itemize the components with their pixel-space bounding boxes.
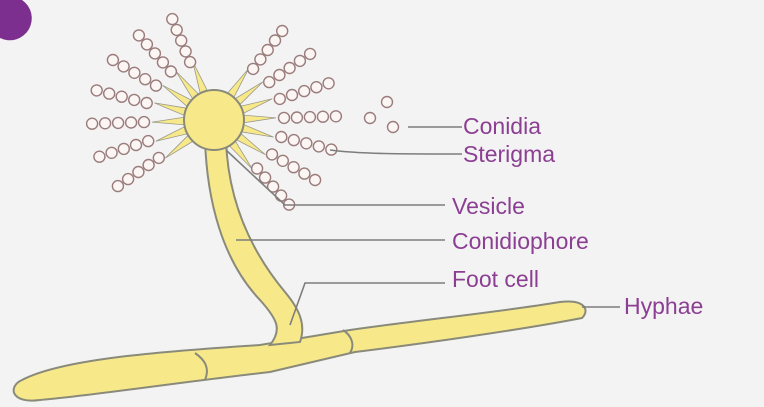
- conidium: [313, 141, 324, 152]
- conidium: [118, 61, 129, 72]
- sterigma: [240, 124, 274, 137]
- conidium: [260, 172, 271, 183]
- conidium: [171, 24, 182, 35]
- conidium: [299, 86, 310, 97]
- conidium: [277, 26, 288, 37]
- conidium: [141, 98, 152, 109]
- conidium: [262, 45, 273, 56]
- conidium: [153, 152, 164, 163]
- conidium: [274, 70, 285, 81]
- conidium: [185, 57, 196, 68]
- conidium: [274, 93, 285, 104]
- conidium: [288, 162, 299, 173]
- conidium: [131, 140, 142, 151]
- conidium: [133, 167, 144, 178]
- conidium: [165, 66, 176, 77]
- conidium: [299, 168, 310, 179]
- conidium: [311, 82, 322, 93]
- conidium: [291, 112, 302, 123]
- conidium: [106, 147, 117, 158]
- conidium: [129, 67, 140, 78]
- conidium: [264, 77, 275, 88]
- conidium: [279, 112, 290, 123]
- conidium: [276, 190, 287, 201]
- leader-line-sterigma: [330, 150, 462, 154]
- conidium: [91, 85, 102, 96]
- conidium: [365, 113, 376, 124]
- conidium: [310, 175, 321, 186]
- conidium: [140, 74, 151, 85]
- conidium: [126, 117, 137, 128]
- conidium: [113, 117, 124, 128]
- conidium: [270, 35, 281, 46]
- conidium: [129, 94, 140, 105]
- conidium: [323, 78, 334, 89]
- conidium: [151, 80, 162, 91]
- label-vesicle: Vesicle: [452, 195, 525, 218]
- conidium: [141, 39, 152, 50]
- conidium: [112, 181, 123, 192]
- label-sterigma: Sterigma: [463, 143, 555, 166]
- conidium: [100, 118, 111, 129]
- corner-badge: [0, 0, 32, 40]
- sterigma: [154, 103, 188, 116]
- conidium: [87, 118, 98, 129]
- conidium: [317, 111, 328, 122]
- conidium: [118, 143, 129, 154]
- conidium: [107, 55, 118, 66]
- conidium: [294, 55, 305, 66]
- conidium: [267, 149, 278, 160]
- leader-line-foot-cell: [290, 283, 445, 325]
- sterigma: [152, 117, 186, 125]
- conidium: [388, 122, 399, 133]
- conidium: [255, 54, 266, 65]
- label-hyphae: Hyphae: [624, 295, 703, 318]
- conidium: [133, 30, 144, 41]
- conidium: [288, 135, 299, 146]
- conidium: [382, 97, 393, 108]
- conidium: [157, 57, 168, 68]
- conidium: [284, 63, 295, 74]
- conidium: [139, 117, 150, 128]
- conidium: [304, 112, 315, 123]
- conidium: [301, 138, 312, 149]
- conidium: [277, 155, 288, 166]
- label-conidiophore: Conidiophore: [452, 230, 589, 253]
- conidium: [143, 160, 154, 171]
- conidium: [94, 151, 105, 162]
- label-conidia: Conidia: [463, 115, 541, 138]
- vesicle: [184, 90, 244, 150]
- conidium: [276, 132, 287, 143]
- sterigma: [242, 115, 276, 123]
- conidium: [104, 88, 115, 99]
- conidium: [287, 90, 298, 101]
- leader-line-vesicle: [226, 150, 445, 205]
- conidium: [143, 136, 154, 147]
- conidium: [252, 163, 263, 174]
- conidium: [330, 111, 341, 122]
- conidium: [176, 35, 187, 46]
- conidium: [248, 63, 259, 74]
- conidium: [305, 48, 316, 59]
- conidium: [167, 14, 178, 25]
- conidium: [180, 46, 191, 57]
- conidium: [123, 174, 134, 185]
- conidium: [149, 48, 160, 59]
- conidium: [116, 91, 127, 102]
- label-foot-cell: Foot cell: [452, 268, 539, 291]
